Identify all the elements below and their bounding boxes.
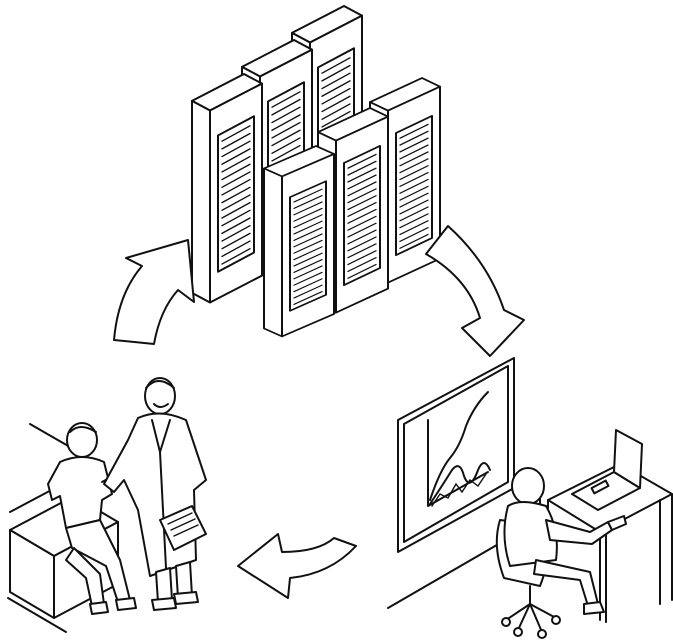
server-rack-icon — [264, 146, 334, 336]
chart-board — [398, 358, 514, 552]
analyst-scene — [388, 358, 672, 638]
arrow-analyst-to-doctor — [238, 534, 356, 598]
arrow-servers-to-analyst — [426, 226, 524, 356]
server-rack-icon — [192, 74, 262, 302]
clinic-scene — [8, 378, 206, 632]
server-rack-cluster — [192, 6, 440, 336]
arrow-doctor-to-servers — [114, 240, 194, 344]
